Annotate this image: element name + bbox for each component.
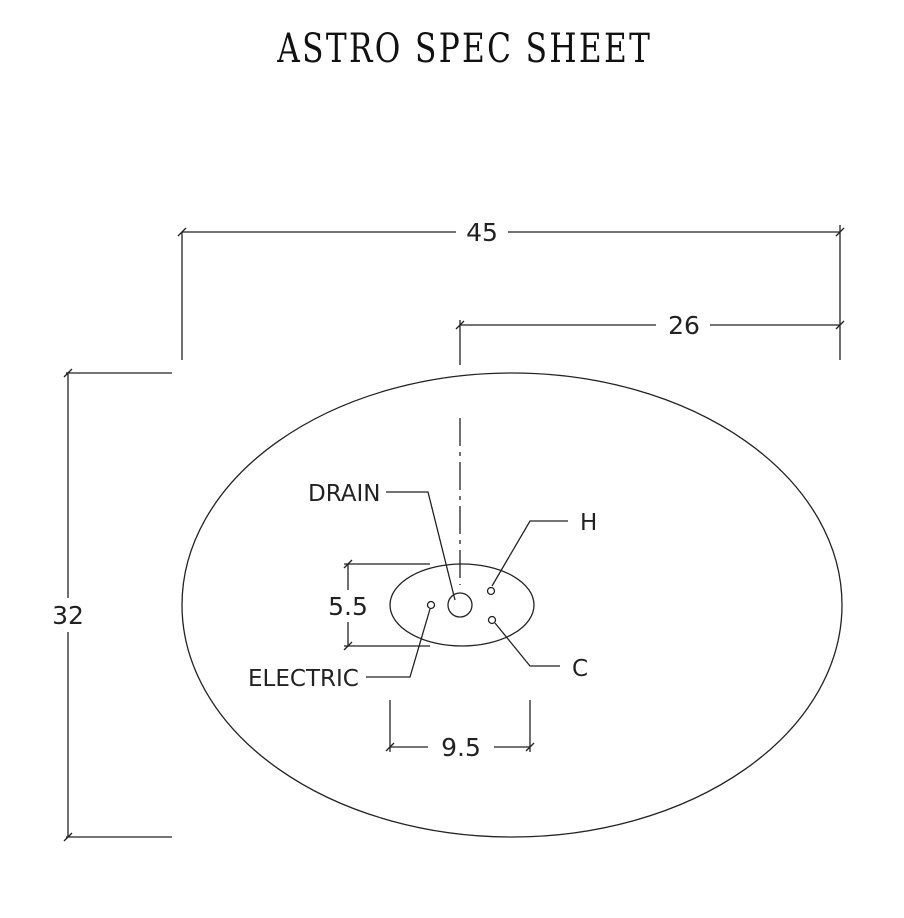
drain-callout: DRAIN <box>308 481 456 601</box>
overall-width-label: 45 <box>466 218 498 247</box>
sink-outline <box>181 372 843 838</box>
tick-mark <box>63 368 73 378</box>
tick-mark <box>63 832 73 842</box>
drain-label: DRAIN <box>308 481 380 507</box>
electric-label: ELECTRIC <box>248 666 359 692</box>
cold-callout: C <box>494 622 588 682</box>
drain-leader-line <box>386 491 456 601</box>
electric-leader-line <box>366 608 431 678</box>
hot-leader-line <box>491 520 568 587</box>
drain-offset-label: 26 <box>668 311 700 340</box>
tick-mark <box>835 227 845 237</box>
plate-width-label: 9.5 <box>441 733 481 762</box>
tick-mark <box>343 641 353 651</box>
hot-hole <box>486 586 496 596</box>
tick-mark <box>455 320 465 330</box>
plate-depth-dimension: 5.5 <box>328 559 430 651</box>
overall-depth-dimension: 32 <box>52 368 172 842</box>
electric-callout: ELECTRIC <box>248 608 431 692</box>
tick-mark <box>343 559 353 569</box>
electric-hole <box>426 600 436 610</box>
hot-callout: H <box>491 510 597 587</box>
page-title: ASTRO SPEC SHEET <box>277 26 653 72</box>
hot-label: H <box>580 510 597 536</box>
overall-depth-label: 32 <box>52 601 84 630</box>
plate-width-dimension: 9.5 <box>385 700 535 762</box>
overall-width-dimension: 45 <box>177 218 845 360</box>
fixture-plate <box>389 563 535 647</box>
tick-mark <box>835 320 845 330</box>
cold-hole <box>487 615 497 625</box>
cold-leader-line <box>494 622 560 667</box>
tick-mark <box>177 227 187 237</box>
drain-hole <box>447 592 473 618</box>
cold-label: C <box>572 656 588 682</box>
tick-mark <box>385 742 395 752</box>
tick-mark <box>525 742 535 752</box>
plate-depth-label: 5.5 <box>328 592 368 621</box>
drain-offset-dimension: 26 <box>455 311 845 365</box>
